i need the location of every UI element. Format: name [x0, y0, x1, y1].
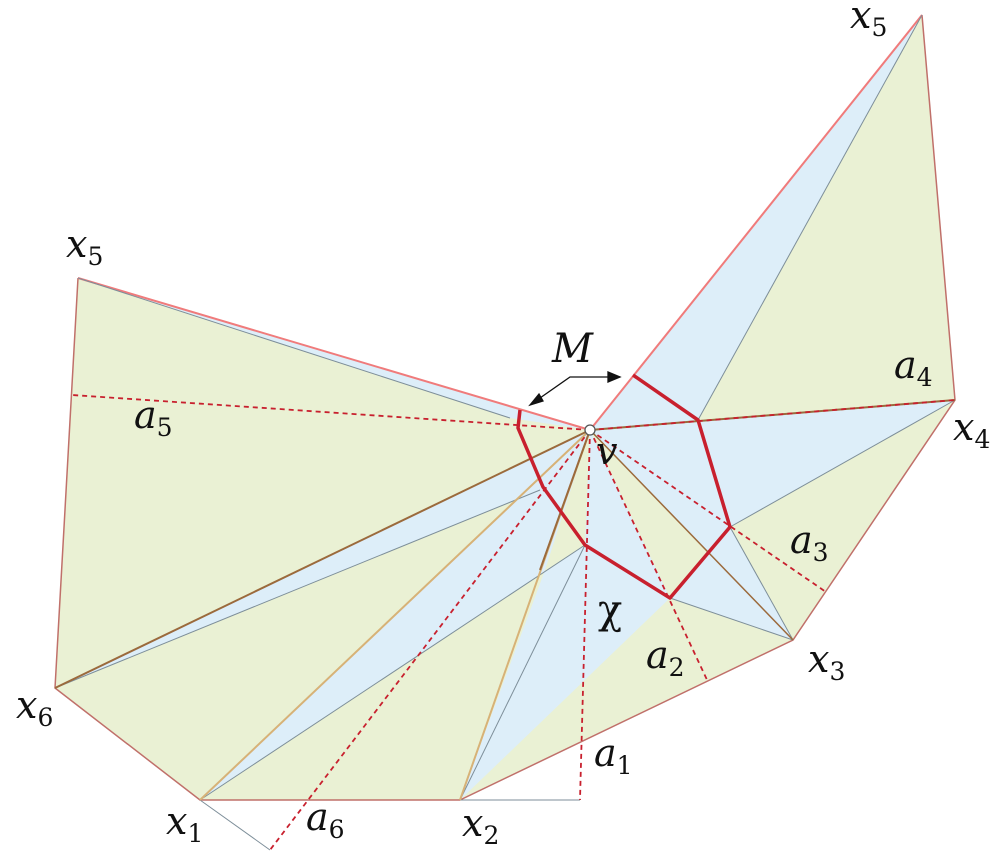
- label-a6: a6: [306, 795, 345, 844]
- gray-line-10: [77, 277, 511, 419]
- label-a5: a5: [134, 393, 173, 442]
- m-arrow-line: [529, 376, 620, 406]
- label-v: v: [596, 429, 618, 473]
- label-x5-left: x5: [66, 222, 103, 271]
- blue-wedge-right: [590, 400, 955, 640]
- m-arrow-head-right: [607, 371, 622, 383]
- gray-line-3: [459, 544, 586, 801]
- label-M: M: [551, 326, 594, 372]
- label-x5-top: x5: [850, 0, 887, 42]
- label-a2: a2: [646, 633, 685, 682]
- gray-line-2: [199, 544, 586, 801]
- dashed-a4: [589, 399, 956, 431]
- ray-brown-mid: [539, 429, 591, 571]
- label-x2: x2: [462, 801, 499, 850]
- ray-to-x6: [54, 429, 591, 689]
- vertex-v: [584, 424, 596, 436]
- label-chi: χ: [598, 587, 622, 633]
- ray-to-x1: [199, 429, 591, 801]
- outline-top-left-edge: [77, 277, 591, 431]
- gray-line-6: [729, 399, 956, 528]
- dashed-lines: [71, 394, 956, 851]
- dashed-a3: [589, 429, 827, 593]
- gray-line-8: [199, 799, 271, 851]
- label-x3: x3: [808, 637, 845, 686]
- dashed-a2: [589, 429, 709, 683]
- blue-wedge-mid: [460, 430, 670, 800]
- label-x4: x4: [953, 405, 990, 454]
- dashed-a6: [269, 429, 591, 851]
- gray-line-7: [697, 14, 923, 421]
- label-x1: x1: [166, 799, 203, 848]
- left-green-region: [55, 278, 590, 688]
- rays: [54, 399, 956, 801]
- m-arrow-head-left: [528, 392, 544, 407]
- gray-lines: [54, 14, 956, 851]
- label-x6: x6: [16, 683, 53, 732]
- outline-top-right-edge: [589, 14, 923, 431]
- gray-line-5: [729, 526, 794, 641]
- label-a1: a1: [594, 731, 633, 780]
- label-a4: a4: [894, 343, 933, 392]
- labels: x5 x5 x4 x3 x2 x1 x6 a1 a2 a3 a4 a5 a6 v…: [16, 0, 990, 850]
- red-path: [516, 373, 732, 600]
- label-a3: a3: [790, 518, 829, 567]
- gray-line-4: [669, 597, 794, 641]
- dashed-a1: [579, 429, 591, 801]
- m-arrow: [528, 371, 622, 407]
- gray-line-1: [54, 489, 541, 689]
- ray-to-x3: [589, 429, 794, 641]
- dashed-a5: [71, 394, 591, 431]
